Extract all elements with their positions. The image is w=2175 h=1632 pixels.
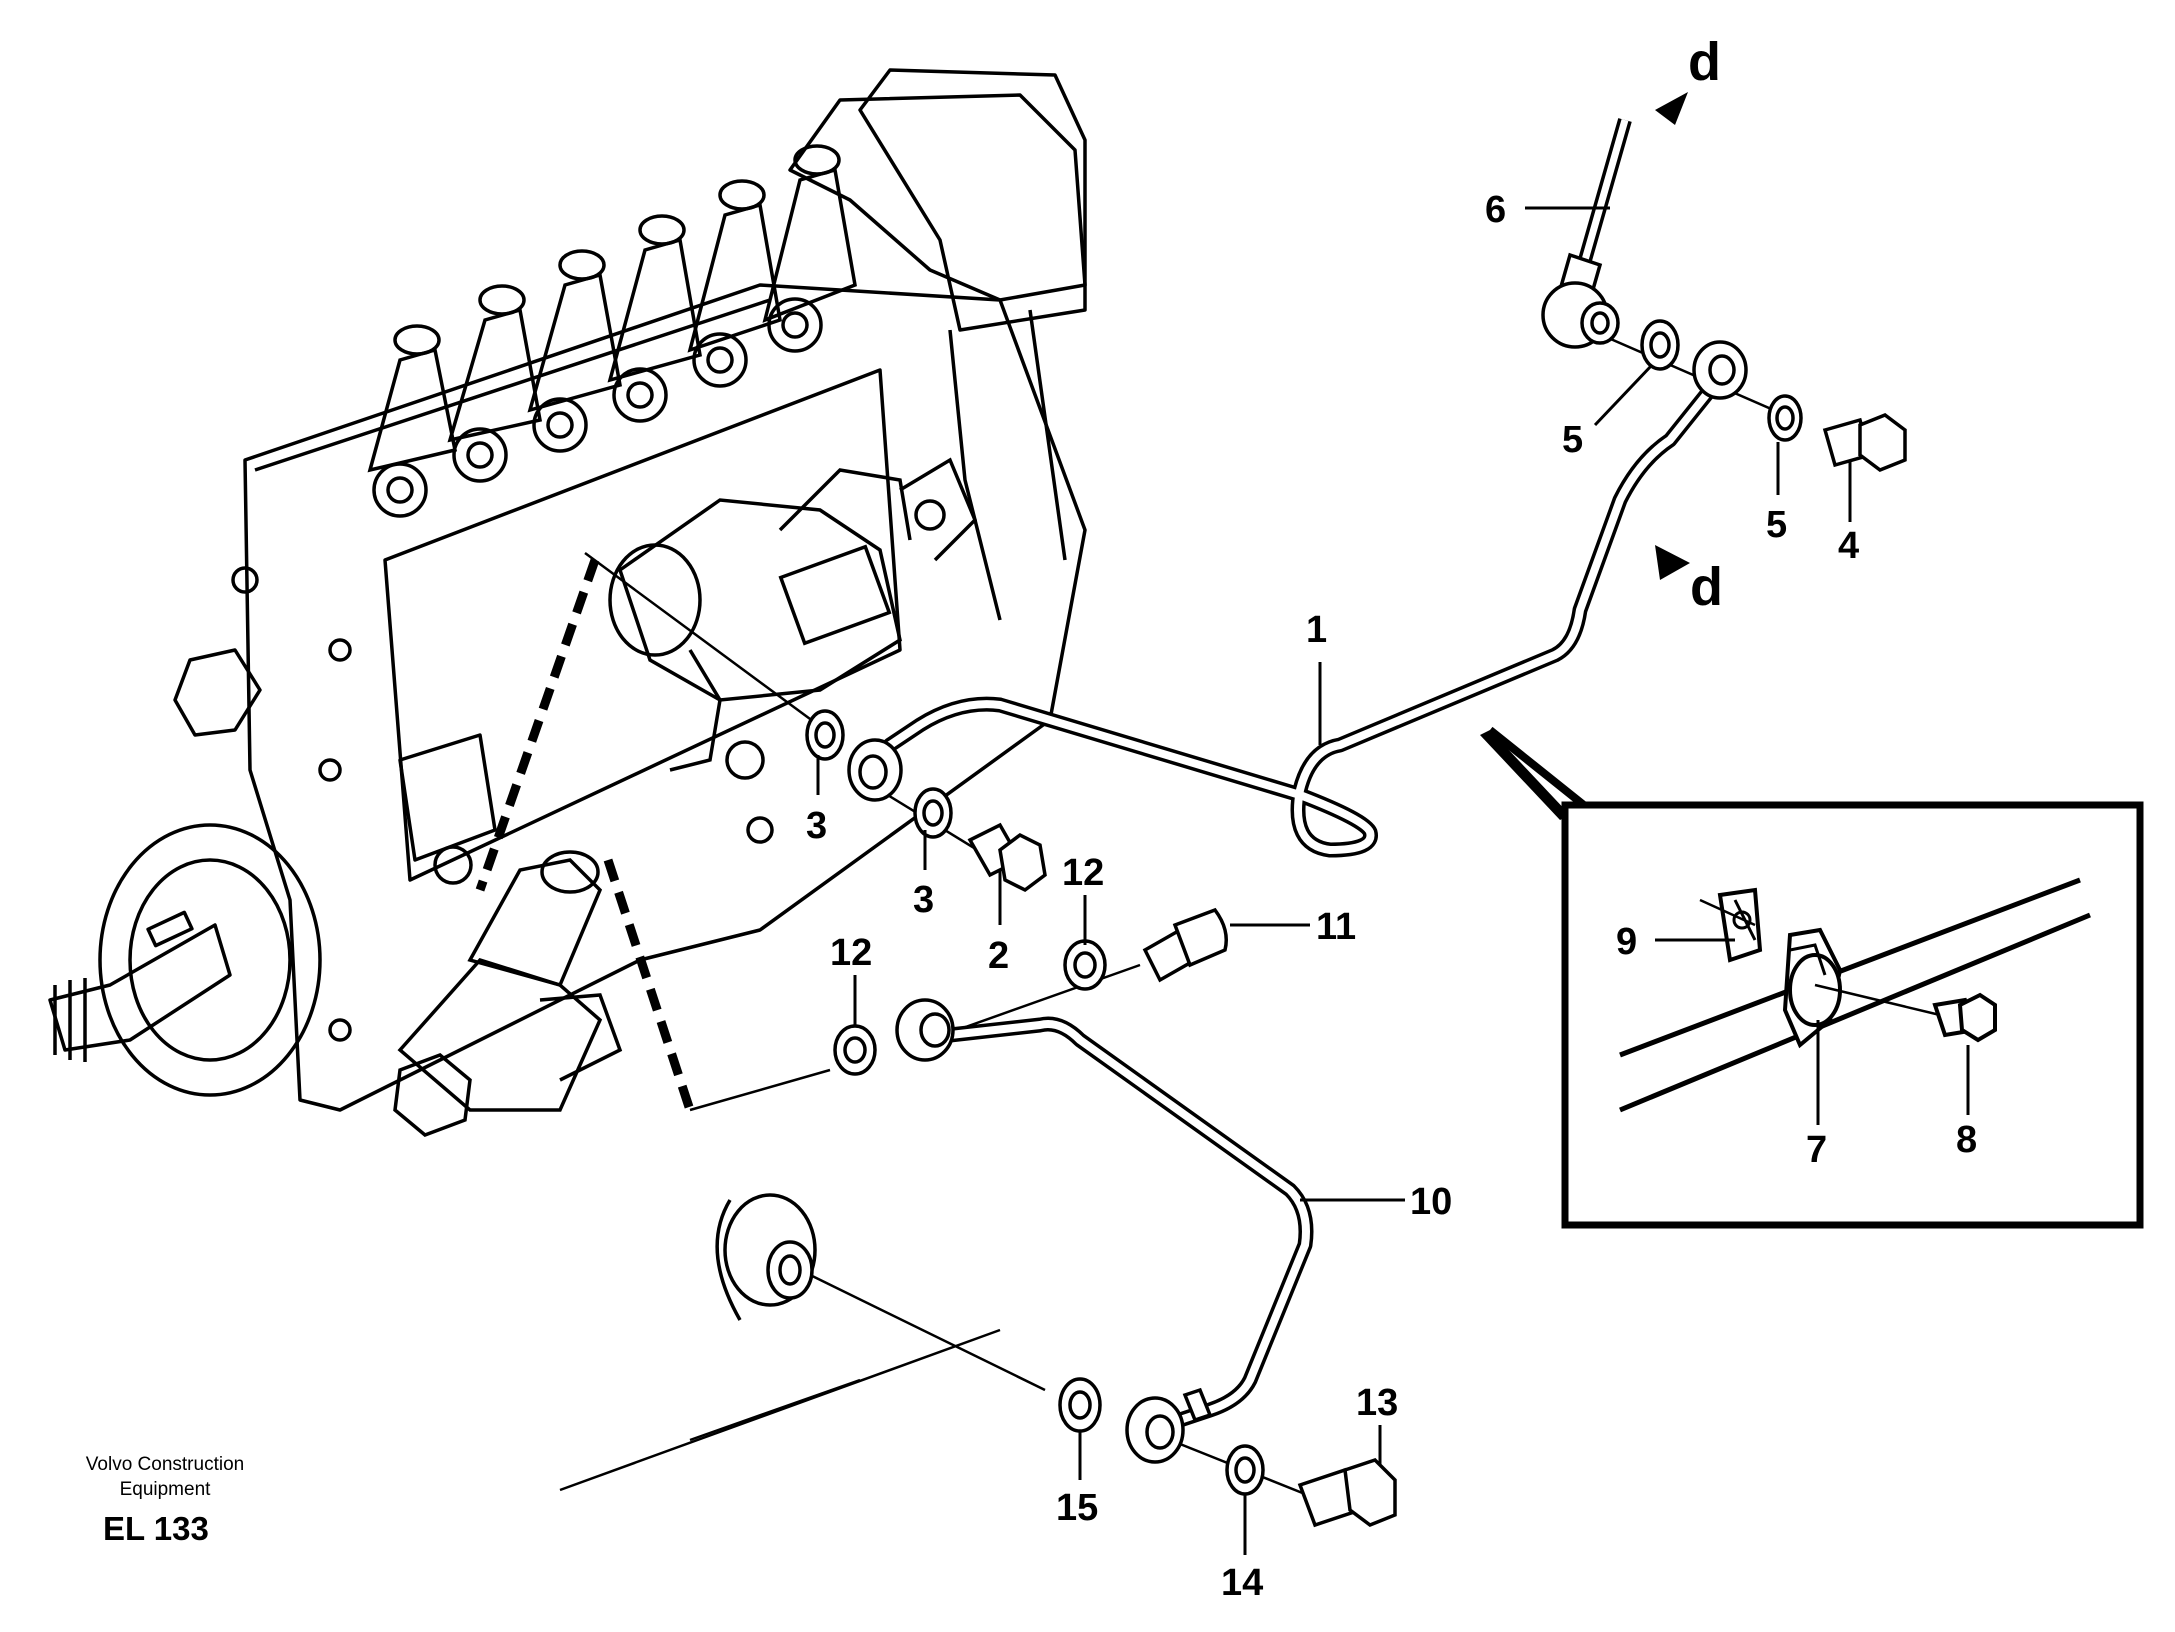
pipe-10-lower-banjo <box>715 1193 1397 1528</box>
view-marker-bottom: d <box>1655 545 1723 617</box>
callout-12a: 12 <box>1062 852 1104 894</box>
pipe-10-upper-banjo <box>833 907 1228 1076</box>
callout-8: 8 <box>1956 1119 1977 1161</box>
company-name-line2: Equipment <box>120 1479 212 1500</box>
fuel-pipe-1 <box>882 382 1718 858</box>
callout-3b: 3 <box>913 879 934 921</box>
view-marker-top: d <box>1655 32 1721 125</box>
callout-6: 6 <box>1485 189 1506 231</box>
alignment-lines <box>559 328 1941 1502</box>
callout-10: 10 <box>1410 1181 1452 1223</box>
callout-12b: 12 <box>830 932 872 974</box>
leader-lines <box>816 206 1970 1555</box>
callout-4: 4 <box>1838 525 1859 567</box>
view-marker-top-letter: d <box>1688 32 1721 92</box>
callout-14: 14 <box>1221 1562 1263 1604</box>
pump-inlet-boss <box>608 457 978 844</box>
callout-9: 9 <box>1616 921 1637 963</box>
overflow-valve-block <box>393 845 623 1137</box>
callout-3a: 3 <box>806 805 827 847</box>
callout-13: 13 <box>1356 1382 1398 1424</box>
pipe-6-assembly <box>1541 118 1907 472</box>
footer-block: Volvo Construction Equipment EL 133 <box>86 1454 244 1547</box>
company-name-line1: Volvo Construction <box>86 1454 244 1475</box>
callout-labels: 1 2 3 3 4 5 5 6 7 8 9 10 11 12 12 13 14 … <box>806 189 1977 1604</box>
callout-11: 11 <box>1316 906 1356 948</box>
callout-15: 15 <box>1056 1487 1098 1529</box>
detail-inset <box>1480 726 2144 1229</box>
pipe-1-lower-banjo <box>805 709 1047 893</box>
callout-5a: 5 <box>1562 419 1583 461</box>
routing-dashes <box>475 558 695 1112</box>
delivery-valve-holders <box>367 144 857 518</box>
callout-7: 7 <box>1806 1129 1827 1171</box>
callout-2: 2 <box>988 935 1009 977</box>
callout-5b: 5 <box>1766 504 1787 546</box>
drawing-code: EL 133 <box>103 1510 209 1547</box>
fuel-pipe-10 <box>942 1016 1314 1428</box>
injection-pump <box>48 68 1087 1112</box>
view-marker-bottom-letter: d <box>1690 557 1723 617</box>
callout-1: 1 <box>1306 609 1327 651</box>
